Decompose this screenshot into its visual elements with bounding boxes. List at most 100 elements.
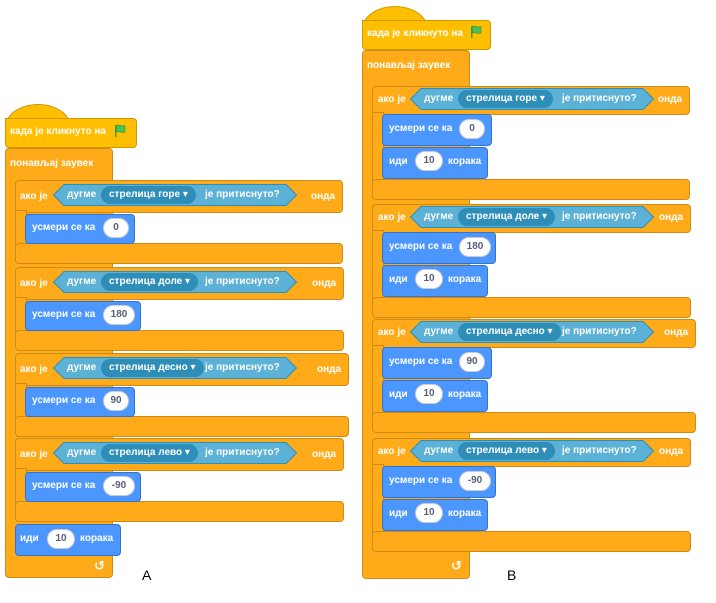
if-label: ако је [378,94,406,105]
then-label: онда [312,449,337,460]
key-menu[interactable]: стрелица десно ▾ [458,323,561,341]
key-menu[interactable]: стрелица доле ▾ [101,273,199,291]
chevron-down-icon: ▾ [182,276,191,287]
move-label: иди [389,508,408,519]
pressed-label: је притиснуто? [562,445,637,456]
when-flag-clicked-label: када је кликнуто на [367,28,463,39]
chevron-down-icon: ▾ [182,447,190,458]
pressed-label: је притиснуто? [562,93,637,104]
pressed-label: је притиснуто? [205,276,280,287]
direction-input[interactable]: 0 [103,218,129,238]
key-menu-label: стрелица горе [466,93,538,104]
if-block-bottom [15,243,343,264]
forever-label: понављај заувек [10,158,94,169]
pressed-label: је притиснуто? [205,189,280,200]
key-label: дугме [424,211,454,222]
key-menu-label: стрелица доле [466,211,540,222]
chevron-down-icon: ▾ [187,362,196,373]
if-label: ако је [378,446,406,457]
key-menu[interactable]: стрелица горе ▾ [101,186,196,204]
steps-label: корака [448,389,482,400]
then-label: онда [311,191,336,202]
caption-a: A [142,567,152,583]
key-menu[interactable]: стрелица лево ▾ [101,444,198,462]
green-flag-icon [471,25,482,38]
direction-input[interactable]: 180 [459,237,491,257]
point-in-direction-label: усмери се ка [389,356,453,367]
point-in-direction-label: усмери се ка [32,309,96,320]
forever-label: понављај заувек [367,60,451,71]
key-menu-label: стрелица лево [109,447,183,458]
direction-input[interactable]: -90 [103,476,135,496]
if-label: ако је [20,191,48,202]
key-menu[interactable]: стрелица десно ▾ [101,359,204,377]
if-label: ако је [378,327,406,338]
if-block-bottom [372,412,696,433]
steps-input[interactable]: 10 [415,269,443,289]
chevron-down-icon: ▾ [537,93,545,104]
key-label: дугме [424,326,454,337]
point-in-direction-label: усмери се ка [389,241,453,252]
then-label: онда [659,212,684,223]
key-menu[interactable]: стрелица лево ▾ [458,442,555,460]
if-block-bottom [372,297,691,318]
steps-label: корака [448,274,482,285]
steps-label: корака [448,508,482,519]
steps-input[interactable]: 10 [415,384,443,404]
direction-input[interactable]: -90 [459,471,491,491]
then-label: онда [659,446,684,457]
key-label: дугме [67,447,97,458]
direction-input[interactable]: 180 [103,305,135,325]
caption-b: B [507,567,517,583]
pressed-label: је притиснуто? [205,447,280,458]
chevron-down-icon: ▾ [539,211,548,222]
key-menu-label: стрелица доле [109,276,183,287]
key-label: дугме [67,362,97,373]
chevron-down-icon: ▾ [539,445,547,456]
point-in-direction-label: усмери се ка [389,475,453,486]
chevron-down-icon: ▾ [180,189,188,200]
move-label: иди [389,389,408,400]
if-block-bottom [15,416,349,437]
point-in-direction-label: усмери се ка [32,222,96,233]
key-label: дугме [424,93,454,104]
then-label: онда [664,327,689,338]
move-label: иди [389,156,408,167]
key-label: дугме [67,276,97,287]
key-menu-label: стрелица десно [109,362,188,373]
point-in-direction-label: усмери се ка [389,123,453,134]
then-label: онда [312,278,337,289]
steps-input[interactable]: 10 [415,151,443,171]
if-block-bottom [15,501,344,522]
key-label: дугме [424,445,454,456]
when-flag-clicked-label: када је кликнуто на [10,126,106,137]
pressed-label: је притиснуто? [562,211,637,222]
pressed-label: је притиснуто? [205,362,280,373]
chevron-down-icon: ▾ [544,326,553,337]
point-in-direction-label: усмери се ка [32,395,96,406]
steps-label: корака [80,533,114,544]
point-in-direction-label: усмери се ка [32,480,96,491]
if-label: ако је [20,449,48,460]
loop-arrow-icon: ↺ [94,558,105,573]
if-label: ако је [378,212,406,223]
direction-input[interactable]: 0 [459,119,485,139]
key-menu-label: стрелица горе [109,189,181,200]
direction-input[interactable]: 90 [459,352,485,372]
steps-input[interactable]: 10 [47,529,75,549]
direction-input[interactable]: 90 [103,391,129,411]
key-menu-label: стрелица лево [466,445,540,456]
key-menu[interactable]: стрелица горе ▾ [458,90,553,108]
move-label: иди [389,274,408,285]
when-flag-clicked-block[interactable] [362,20,491,50]
then-label: онда [658,94,683,105]
if-block-bottom [372,179,690,200]
steps-input[interactable]: 10 [415,503,443,523]
steps-label: корака [448,156,482,167]
move-label: иди [20,533,39,544]
pressed-label: је притиснуто? [562,326,637,337]
if-label: ако је [20,364,48,375]
key-menu-label: стрелица десно [466,326,545,337]
key-menu[interactable]: стрелица доле ▾ [458,208,556,226]
key-label: дугме [67,189,97,200]
